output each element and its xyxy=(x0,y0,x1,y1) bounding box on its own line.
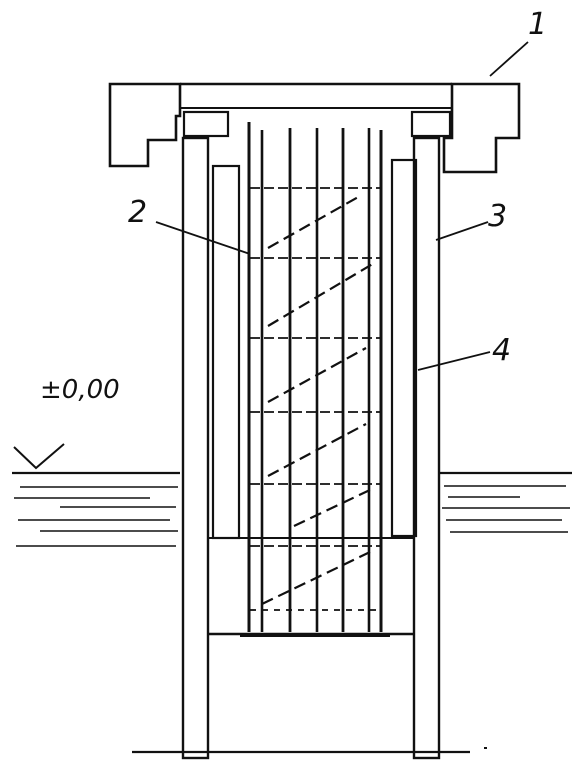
ground-water-lines xyxy=(12,471,572,547)
part-label-3: 3 xyxy=(488,199,507,234)
elevation-label: ±0,00 xyxy=(40,375,120,405)
part-label-2: 2 xyxy=(128,195,147,230)
top-collar xyxy=(108,82,521,174)
outer-casing xyxy=(181,136,441,760)
part-label-1: 1 xyxy=(528,7,547,42)
inner-liner xyxy=(211,158,418,540)
reinforcement-cage xyxy=(247,122,383,632)
elevation-marker: ±0,00 xyxy=(13,375,120,470)
part-label-4: 4 xyxy=(492,333,511,368)
bottom-plug xyxy=(208,537,414,637)
leader-lines xyxy=(155,41,529,371)
